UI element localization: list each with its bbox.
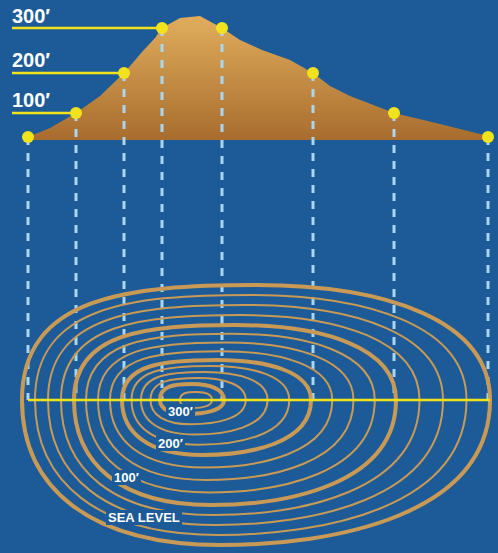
sea-level-label: SEA LEVEL [106, 510, 182, 525]
elevation-label: 200′ [12, 50, 50, 70]
contour-lines [22, 285, 490, 545]
contour-line [141, 372, 268, 435]
contour-line [110, 351, 332, 467]
elevation-dots [22, 22, 494, 143]
contour-label: 300′ [166, 404, 195, 419]
contour-line [132, 366, 290, 445]
section-line [28, 399, 490, 402]
contour-line [98, 343, 354, 481]
contour-line [74, 325, 396, 505]
contour-line [61, 315, 420, 515]
mountain-profile [28, 16, 488, 140]
elevation-lines [12, 28, 162, 113]
contour-label: 100′ [112, 470, 141, 485]
contour-line [22, 285, 490, 545]
elevation-label: 300′ [12, 6, 50, 26]
contour-line [48, 305, 443, 525]
contour-label: 200′ [156, 436, 185, 451]
contour-line [122, 360, 311, 455]
contour-line [86, 334, 375, 493]
contour-line [35, 295, 467, 535]
elevation-label: 100′ [12, 90, 50, 110]
